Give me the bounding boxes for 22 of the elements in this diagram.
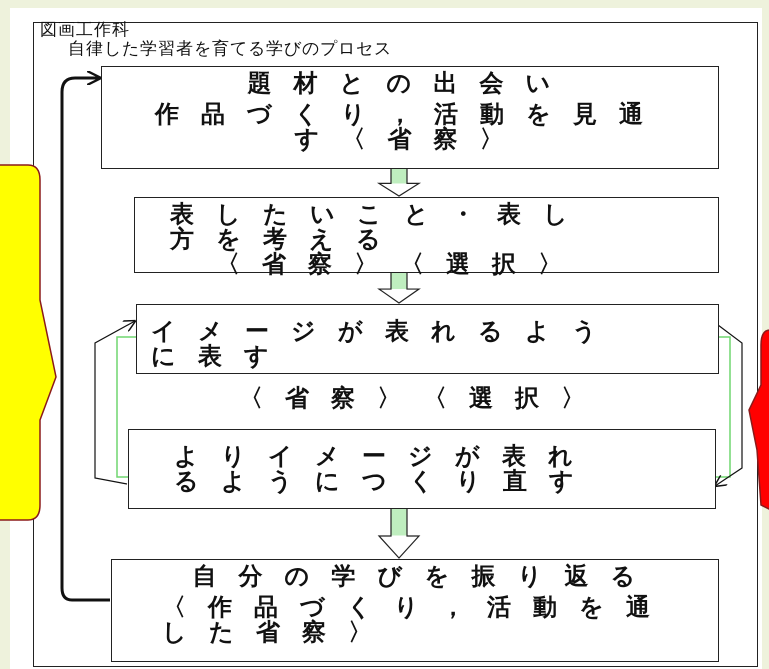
block-arrow (377, 271, 421, 304)
process-box (101, 66, 719, 169)
step-text: 〈省察〉〈選択〉 (215, 252, 585, 277)
loop-arrow (94, 320, 137, 485)
step-heading: 表したいこと・表し方を考える (170, 202, 591, 252)
block-arrow (378, 507, 420, 559)
step-heading: よりイメージが表れるようにつくり直す (174, 444, 597, 494)
subtitle: 自律した学習者を育てる学びのプロセス (68, 40, 392, 59)
frame-box (33, 22, 758, 667)
step-text: 作品づくり，活動を見通す〈省察〉 (153, 102, 666, 152)
step-heading: イメージが表れるように表す (151, 319, 620, 369)
process-box (128, 429, 716, 509)
callout-shape (0, 165, 56, 520)
subject-title: 図画工作科 (40, 21, 130, 40)
block-arrow (376, 167, 422, 197)
arrow-shape (749, 330, 769, 510)
return-arrow (60, 70, 110, 602)
process-box (136, 304, 719, 374)
step-heading: 題材との出会い (246, 71, 574, 96)
step-heading: 自分の学びを振り返る (192, 564, 658, 589)
step-text: 〈作品づくり，活動を通した省察〉 (161, 595, 673, 645)
process-box (111, 559, 719, 662)
